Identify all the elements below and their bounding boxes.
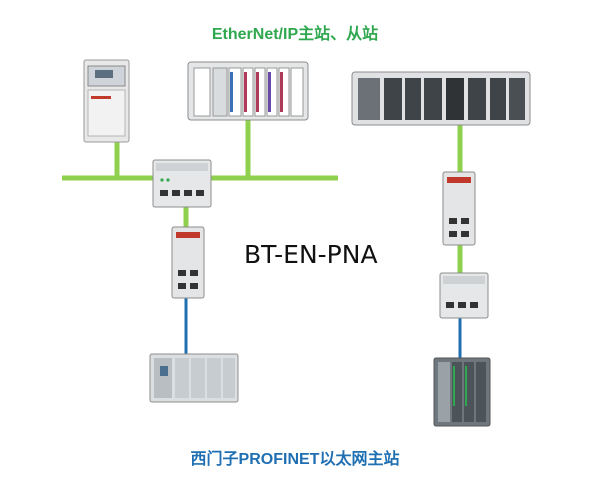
siemens-s7-300-icon	[433, 357, 491, 427]
gateway-module-icon	[442, 171, 476, 246]
plc-rack-large-icon	[351, 71, 531, 126]
gateway-module-icon	[171, 226, 205, 299]
vfd-drive-icon	[83, 59, 130, 143]
ethernet-ip-title: EtherNet/IP主站、从站	[211, 26, 379, 43]
siemens-s7-1500-icon	[149, 353, 239, 403]
profinet-links	[184, 298, 462, 358]
plc-rack-small-icon	[187, 61, 309, 121]
gateway-model-label: BT-EN-PNA	[244, 240, 378, 269]
profinet-title: 西门子PROFINET以太网主站	[190, 451, 400, 468]
managed-switch-icon	[439, 272, 489, 319]
managed-switch-icon	[152, 159, 212, 208]
